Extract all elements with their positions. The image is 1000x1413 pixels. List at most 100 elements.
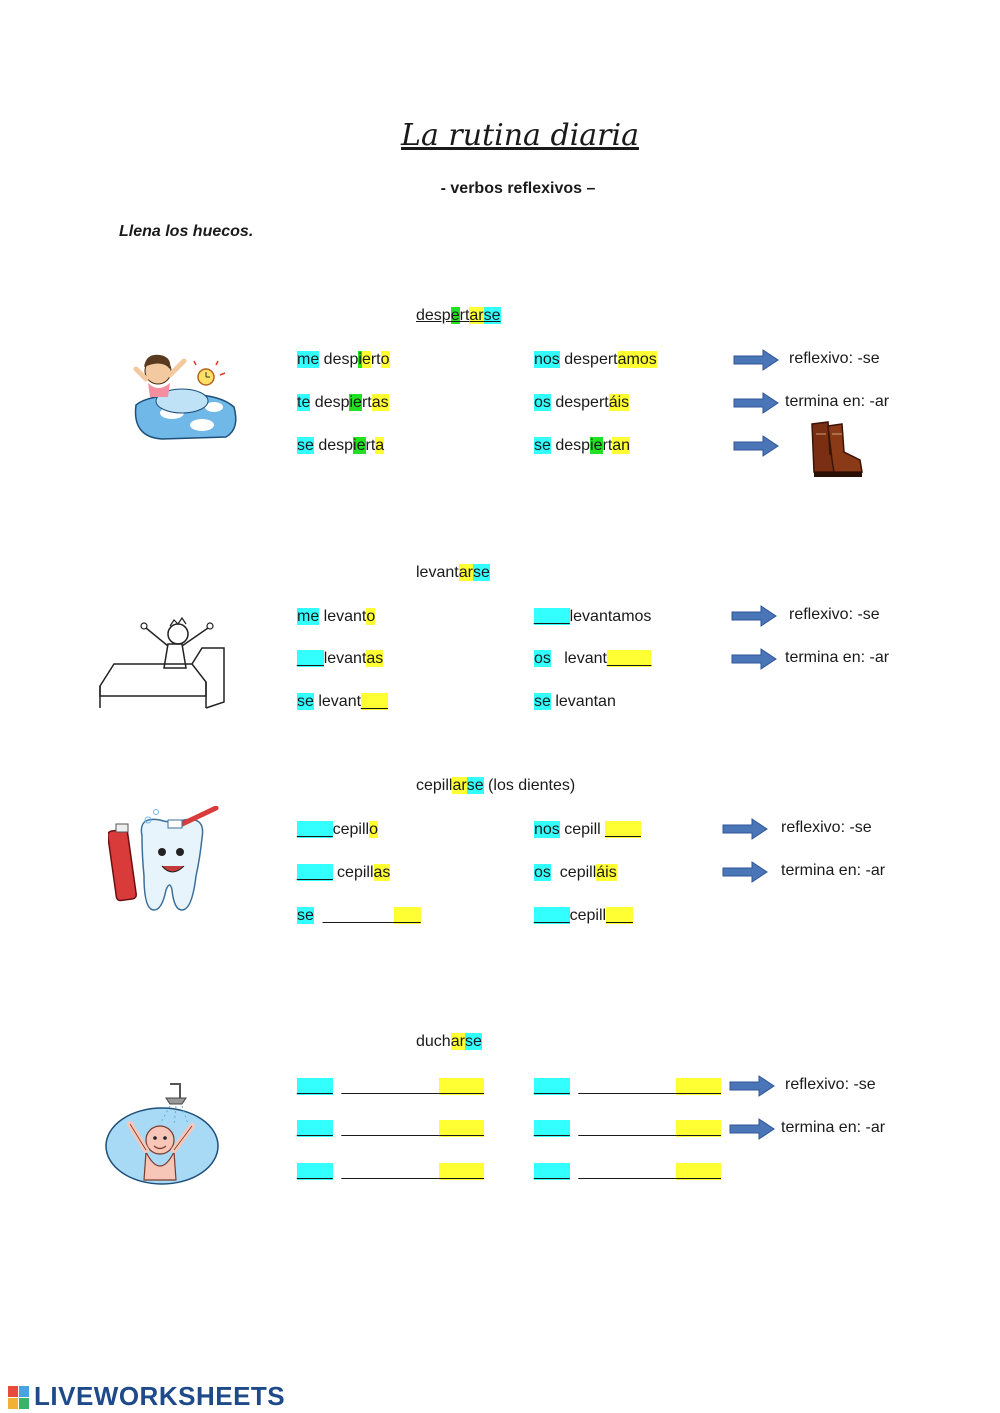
conjugation-se-blank: se ___________ xyxy=(297,905,421,927)
conjugation-blank-levantamos: ____levantamos xyxy=(534,606,651,628)
footer-brand-text: LIVEWORKSHEETS xyxy=(34,1381,286,1411)
conjugation-nos-cepill: nos cepill ____ xyxy=(534,819,641,841)
text-segment: levant xyxy=(313,693,362,710)
text-segment: ___________ xyxy=(569,1078,677,1095)
conjugation-se-despierta: se despierta xyxy=(297,435,385,457)
text-segment: ___________ xyxy=(569,1163,677,1180)
text-segment: desp xyxy=(310,394,350,411)
footer-brand: LIVEWORKSHEETS xyxy=(8,1381,285,1412)
conjugation-os-cepillais: os cepilláis xyxy=(534,862,617,884)
highlighted-segment: se xyxy=(297,437,314,454)
text-segment: desp xyxy=(313,437,354,454)
text-segment: despert xyxy=(550,394,609,411)
text-segment: rt xyxy=(459,307,470,324)
note-termina: termina en: -ar xyxy=(781,1119,886,1136)
note-reflexivo: reflexivo: -se xyxy=(785,1076,876,1093)
note-reflexivo: reflexivo: -se xyxy=(789,350,880,367)
highlighted-segment: _____ xyxy=(606,650,652,667)
highlighted-segment: se xyxy=(297,693,314,710)
highlighted-segment: me xyxy=(297,608,320,625)
highlighted-segment: ____ xyxy=(534,1078,570,1095)
arrow-right-icon xyxy=(731,605,777,627)
highlighted-segment: e xyxy=(450,307,460,324)
conjugation-blank-cepillo: ____cepillo xyxy=(297,819,378,841)
conjugation-blank-row-1-right: ____ ________________ xyxy=(534,1076,721,1098)
text-segment: ___________ xyxy=(569,1120,677,1137)
highlighted-segment: ar xyxy=(450,1033,465,1050)
conjugation-te-despiertas: te despiertas xyxy=(297,392,389,414)
text-segment: ___________ xyxy=(332,1163,440,1180)
arrow-right-icon xyxy=(733,435,779,457)
arrow-right-icon xyxy=(729,1075,775,1097)
highlighted-segment: ___ xyxy=(606,907,633,924)
note-reflexivo: reflexivo: -se xyxy=(781,819,872,836)
highlighted-segment: an xyxy=(612,437,631,454)
verb-heading-levantarse: levantarse xyxy=(416,564,490,582)
highlighted-segment: se xyxy=(534,437,551,454)
text-segment: cepill xyxy=(569,907,607,924)
highlighted-segment: nos xyxy=(534,821,560,838)
conjugation-blank-row-3-right: ____ ________________ xyxy=(534,1161,721,1183)
highlighted-segment: se xyxy=(483,307,501,324)
text-segment: despert xyxy=(559,351,618,368)
highlighted-segment: os xyxy=(534,394,551,411)
text-segment: ___________ xyxy=(332,1078,440,1095)
highlighted-segment: _____ xyxy=(439,1120,484,1137)
conjugation-os-levant: os levant_____ xyxy=(534,648,652,670)
conjugation-blank-row-1-left: ____ ________________ xyxy=(297,1076,484,1098)
highlighted-segment: se xyxy=(466,777,484,794)
highlighted-segment: se xyxy=(534,693,551,710)
text-segment: levant xyxy=(323,650,367,667)
highlighted-segment: ____ xyxy=(297,1163,333,1180)
highlighted-segment: i xyxy=(358,351,362,368)
highlighted-segment: _____ xyxy=(676,1163,721,1180)
text-segment: desp xyxy=(416,307,451,324)
highlighted-segment: ie xyxy=(349,394,362,411)
note-termina: termina en: -ar xyxy=(781,862,886,879)
arrow-right-icon xyxy=(722,861,768,883)
highlighted-segment: _____ xyxy=(676,1120,721,1137)
liveworksheets-logo-icon xyxy=(8,1386,29,1410)
boots-icon xyxy=(811,421,863,477)
text-segment: desp xyxy=(550,437,591,454)
highlighted-segment: ar xyxy=(452,777,467,794)
highlighted-segment: as xyxy=(366,650,384,667)
highlighted-segment: o xyxy=(380,351,390,368)
conjugation-os-despertais: os despertáis xyxy=(534,392,630,414)
note-termina: termina en: -ar xyxy=(785,649,890,666)
conjugation-blank-row-2-left: ____ ________________ xyxy=(297,1118,484,1140)
highlighted-segment: _____ xyxy=(439,1163,484,1180)
highlighted-segment: ____ xyxy=(297,1078,333,1095)
highlighted-segment: ie xyxy=(590,437,603,454)
highlighted-segment: ie xyxy=(353,437,366,454)
getting-up-illustration xyxy=(99,616,225,709)
highlighted-segment: ____ xyxy=(534,907,570,924)
arrow-right-icon xyxy=(733,392,779,414)
highlighted-segment: ____ xyxy=(534,1120,570,1137)
text-segment: levant xyxy=(319,608,367,625)
instruction: Llena los huecos. xyxy=(119,223,254,240)
highlighted-segment: se xyxy=(472,564,490,581)
conjugation-blank-cepillas: ____ cepillas xyxy=(297,862,391,884)
highlighted-segment: o xyxy=(366,608,376,625)
text-segment: cepill xyxy=(416,777,453,794)
text-segment: rt xyxy=(361,394,372,411)
highlighted-segment: ___ xyxy=(361,693,388,710)
highlighted-segment: as xyxy=(371,394,389,411)
conjugation-se-despiertan: se despiertan xyxy=(534,435,631,457)
conjugation-blank-levantas: ___levantas xyxy=(297,648,384,670)
verb-heading-cepillarse: cepillarse (los dientes) xyxy=(416,777,575,795)
text-segment: cepill xyxy=(332,821,370,838)
text-segment: levantamos xyxy=(569,608,652,625)
text-segment: rt xyxy=(365,437,376,454)
text-segment: duch xyxy=(416,1033,451,1050)
highlighted-segment: áis xyxy=(596,864,617,881)
text-segment: cepill xyxy=(559,821,606,838)
highlighted-segment: _____ xyxy=(439,1078,484,1095)
conjugation-blank-row-2-right: ____ ________________ xyxy=(534,1118,721,1140)
highlighted-segment: amos xyxy=(617,351,657,368)
highlighted-segment: ____ xyxy=(534,608,570,625)
highlighted-segment: nos xyxy=(534,351,560,368)
arrow-right-icon xyxy=(722,818,768,840)
highlighted-segment: ____ xyxy=(534,1163,570,1180)
